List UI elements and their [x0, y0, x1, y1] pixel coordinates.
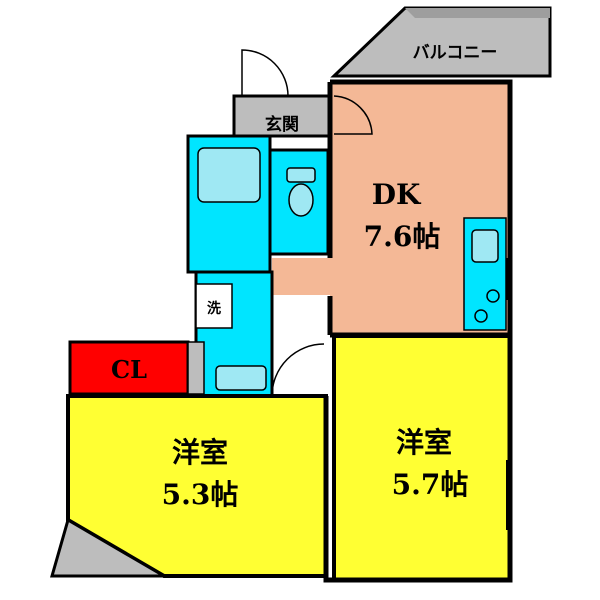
washroom: 洗	[194, 270, 325, 398]
western-left-floor	[66, 394, 328, 578]
stove-icon	[474, 289, 500, 323]
western-right-size: 5.7帖	[392, 468, 469, 501]
toilet-icon	[286, 167, 316, 217]
washroom-door-swing	[271, 343, 325, 397]
closet-side	[187, 341, 205, 395]
bathtub-icon	[197, 147, 261, 203]
western-right-label: 洋室	[396, 426, 452, 459]
dk-size: 7.6帖	[364, 220, 441, 253]
sink-icon	[471, 229, 499, 263]
balcony-label: バルコニー	[413, 43, 498, 63]
balcony-area	[330, 6, 552, 78]
washbasin-icon	[215, 365, 267, 391]
toilet-room	[268, 148, 330, 256]
balcony-rail	[405, 8, 550, 18]
washer-icon	[195, 283, 233, 329]
dk-door-swing	[333, 95, 373, 135]
western-left-size: 5.3帖	[162, 478, 239, 511]
entrance-door-swing	[241, 49, 289, 97]
dk-label: DK	[372, 178, 422, 211]
western-room-left: 洋室 5.3帖	[50, 394, 328, 578]
washer-label: 洗	[207, 300, 221, 317]
outer-walls	[323, 79, 513, 583]
bath-room	[186, 134, 272, 274]
closet-label: CL	[111, 355, 147, 384]
closet: CL	[68, 340, 205, 396]
balcony: バルコニー	[330, 6, 552, 78]
entrance-label: 玄関	[265, 114, 299, 135]
western-room-right: 洋室 5.7帖	[332, 334, 512, 582]
western-left-balcony	[50, 517, 170, 578]
entrance-area	[232, 94, 331, 138]
western-left-label: 洋室	[172, 436, 228, 469]
entrance: 玄関	[232, 49, 331, 138]
